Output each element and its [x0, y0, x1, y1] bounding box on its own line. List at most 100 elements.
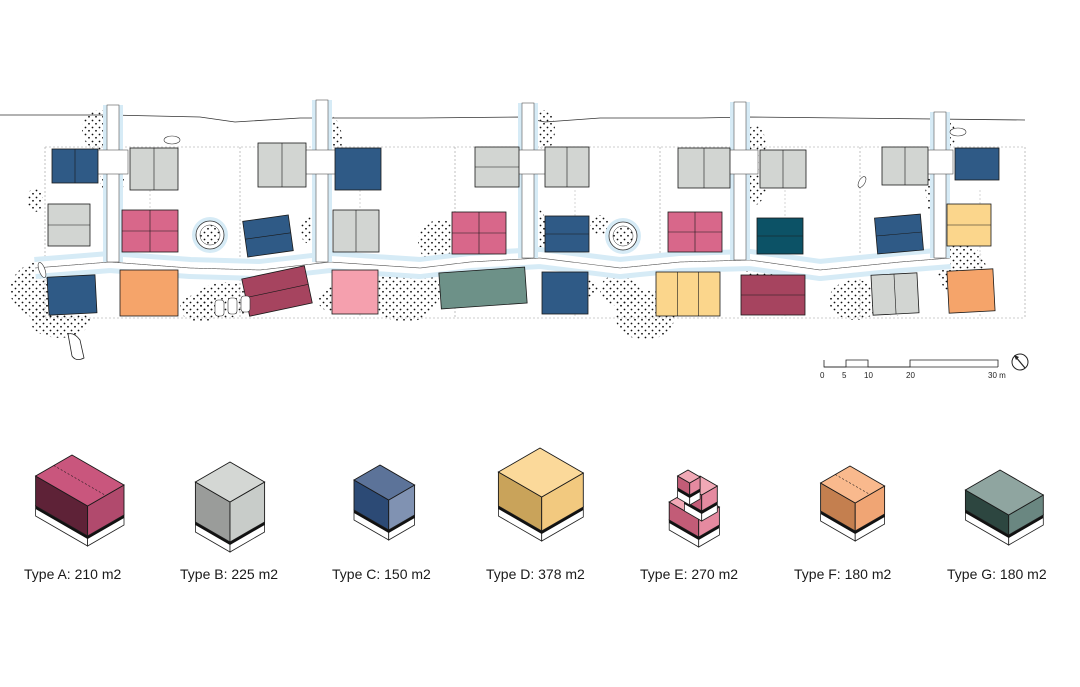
- pier: [315, 99, 329, 263]
- roof-ridge: [245, 232, 291, 240]
- plinth-band: [965, 510, 1009, 538]
- roof-ridge: [876, 231, 922, 237]
- house-roof: [655, 271, 721, 317]
- house-type-c: [541, 271, 589, 315]
- house-type-e: [121, 209, 179, 253]
- iso-block-type-a: [34, 454, 125, 547]
- iso-block-type-b: [194, 461, 266, 553]
- plinth-band: [698, 525, 720, 540]
- north-arrow-head: [1014, 355, 1019, 360]
- face-top: [676, 469, 701, 484]
- details-layer: [37, 127, 967, 360]
- sun-lounger: [227, 297, 238, 315]
- houses-layer: [46, 142, 1000, 317]
- iso-block-type-d: [497, 447, 585, 542]
- house-type-b: [474, 146, 520, 188]
- rock: [949, 127, 967, 137]
- plinth-band: [87, 515, 124, 539]
- plinth-band: [1008, 515, 1044, 538]
- house-roof: [331, 269, 379, 315]
- house-roof: [438, 266, 528, 310]
- walkway-edge: [34, 257, 951, 271]
- iso-block-type-e: [676, 469, 701, 506]
- type-label-e: Type E: 270 m2: [640, 566, 739, 582]
- walkway-layer: [34, 99, 954, 281]
- roof-ridge: [893, 274, 897, 314]
- house-roof: [46, 274, 98, 316]
- pier: [521, 102, 535, 259]
- plinth-band: [820, 511, 856, 534]
- house-type-c: [242, 214, 294, 258]
- scale-tick-label: 20: [906, 371, 915, 380]
- house-type-b: [129, 147, 179, 191]
- house-type-e: [667, 211, 723, 253]
- sun-lounger: [240, 295, 251, 313]
- rock: [163, 135, 181, 145]
- house-type-b: [47, 203, 91, 247]
- vegetation-patch: [829, 280, 881, 320]
- plinth-band: [354, 510, 389, 533]
- roof-ridge: [835, 474, 871, 495]
- house-type-c: [874, 213, 924, 255]
- plinth-band: [388, 515, 415, 533]
- house-type-p: [331, 269, 379, 315]
- kayak: [857, 176, 867, 188]
- house-type-d: [655, 271, 721, 317]
- house-type-f: [119, 269, 179, 317]
- type-label-g: Type G: 180 m2: [947, 566, 1047, 582]
- north-arrow-icon: [1011, 353, 1029, 371]
- type-label-f: Type F: 180 m2: [794, 566, 892, 582]
- scale-bar-line: [823, 359, 999, 368]
- scale-tick-label: 0: [820, 371, 825, 380]
- house-type-e: [451, 211, 507, 255]
- scale-bar: 0 5 10 20 30 m: [820, 359, 1006, 380]
- house-type-c: [334, 147, 382, 191]
- house-type-d: [946, 203, 992, 247]
- type-label-b: Type B: 225 m2: [180, 566, 279, 582]
- vegetation-patch: [600, 274, 640, 306]
- type-label-d: Type D: 378 m2: [486, 566, 585, 582]
- scale-tick-label: 10: [864, 371, 873, 380]
- plunge-pool-inner: [612, 225, 634, 247]
- house-type-b: [759, 149, 807, 189]
- vegetation-patch: [535, 110, 555, 150]
- roof-ridge: [245, 284, 309, 298]
- house-type-a: [241, 265, 313, 317]
- kayak: [37, 262, 47, 278]
- house-type-g: [438, 266, 528, 310]
- house-type-c: [954, 147, 1000, 181]
- house-roof: [119, 269, 179, 317]
- house-type-b: [332, 209, 380, 253]
- plinth-band: [195, 522, 230, 545]
- iso-block-type-g: [964, 469, 1045, 546]
- house-type-b: [257, 142, 307, 188]
- plinth-band: [498, 506, 542, 534]
- plunge-pool-inner: [199, 224, 221, 246]
- plinth-band: [855, 514, 885, 534]
- house-type-a: [740, 274, 806, 316]
- house-type-c: [51, 148, 99, 184]
- house-type-c: [46, 274, 98, 316]
- plinth-band: [669, 520, 699, 540]
- plinth-band: [689, 489, 701, 498]
- shoreline: [0, 114, 1026, 123]
- roof-ridge: [53, 465, 106, 496]
- sun-lounger: [214, 299, 225, 317]
- boat: [67, 333, 85, 360]
- plinth-band: [701, 502, 718, 514]
- face-top: [353, 464, 416, 501]
- vegetation-patch: [590, 215, 610, 235]
- type-label-c: Type C: 150 m2: [332, 566, 431, 582]
- legend-isometric-blocks: [34, 447, 1045, 553]
- house-type-c: [544, 215, 590, 253]
- face-top: [964, 469, 1045, 516]
- scale-tick-label: 30 m: [988, 371, 1006, 380]
- plinth-band: [230, 522, 265, 545]
- house-type-b: [870, 272, 920, 316]
- scale-tick-label: 5: [842, 371, 847, 380]
- iso-block-type-c: [353, 464, 416, 541]
- pier: [733, 101, 747, 261]
- type-label-a: Type A: 210 m2: [24, 566, 122, 582]
- house-roof: [334, 147, 382, 191]
